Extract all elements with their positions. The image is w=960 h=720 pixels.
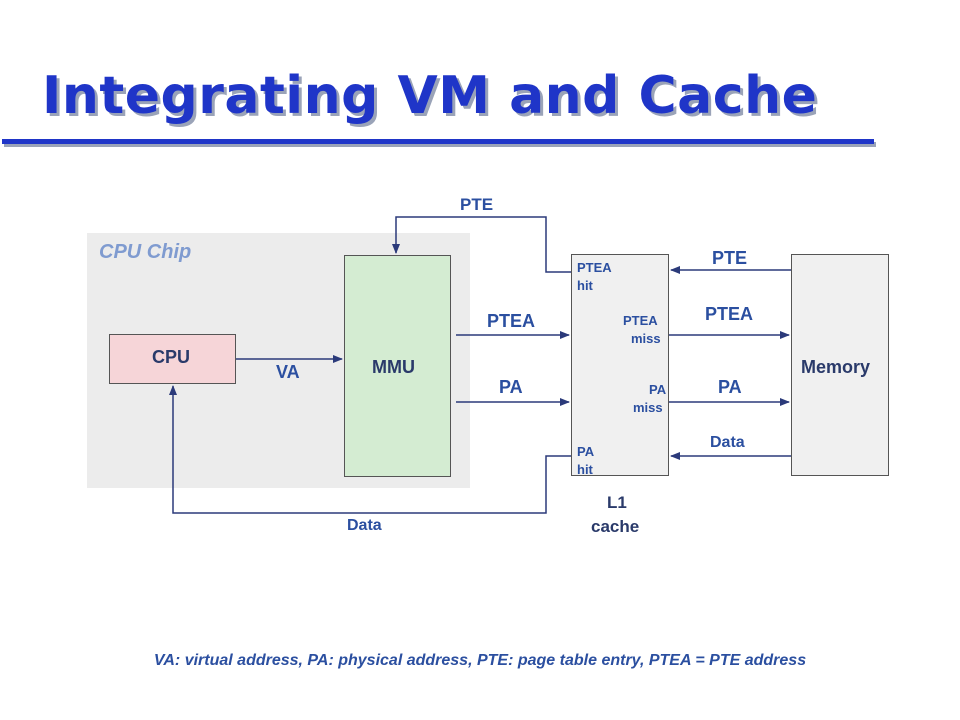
edge-label-pte-top: PTE xyxy=(460,195,494,214)
l1-port-ptea-hit-1: PTEA xyxy=(577,260,612,275)
edge-label-ptea-mmu-l1: PTEA xyxy=(487,311,536,331)
memory-label: Memory xyxy=(801,357,871,377)
edge-label-va: VA xyxy=(276,362,300,382)
l1-port-ptea-miss-1: PTEA xyxy=(623,313,658,328)
arrow-l1-pte-to-mmu xyxy=(392,216,571,273)
title-underline xyxy=(2,139,874,144)
l1-port-pa-miss-2: miss xyxy=(633,400,663,415)
arrow-l1-data-to-cpu xyxy=(169,385,571,514)
edge-label-pte-mem-l1: PTE xyxy=(712,248,748,268)
cpu-chip-label: CPU Chip xyxy=(99,241,192,263)
edge-label-ptea-l1-mem: PTEA xyxy=(705,304,754,324)
l1-port-pa-hit-2: hit xyxy=(577,462,593,477)
edge-label-data-l1-cpu: Data xyxy=(347,517,382,534)
l1-cache-label-2: cache xyxy=(591,517,640,536)
l1-port-ptea-miss-2: miss xyxy=(631,331,661,346)
memory-box xyxy=(791,254,889,476)
edge-label-data-mem-l1: Data xyxy=(710,434,745,451)
legend-footnote: VA: virtual address, PA: physical addres… xyxy=(153,652,807,669)
l1-cache-label-1: L1 xyxy=(607,493,627,512)
mmu-label: MMU xyxy=(372,357,415,377)
mmu-box xyxy=(344,255,451,477)
edge-label-pa-mmu-l1: PA xyxy=(499,377,523,397)
edge-label-pa-l1-mem: PA xyxy=(718,377,742,397)
l1-port-ptea-hit-2: hit xyxy=(577,278,593,293)
l1-port-pa-hit-1: PA xyxy=(577,444,595,459)
cpu-box xyxy=(109,334,236,384)
cpu-label: CPU xyxy=(152,347,191,367)
page-title: Integrating VM and Cache xyxy=(42,66,818,126)
l1-cache-box xyxy=(571,254,669,476)
l1-port-pa-miss-1: PA xyxy=(649,382,667,397)
